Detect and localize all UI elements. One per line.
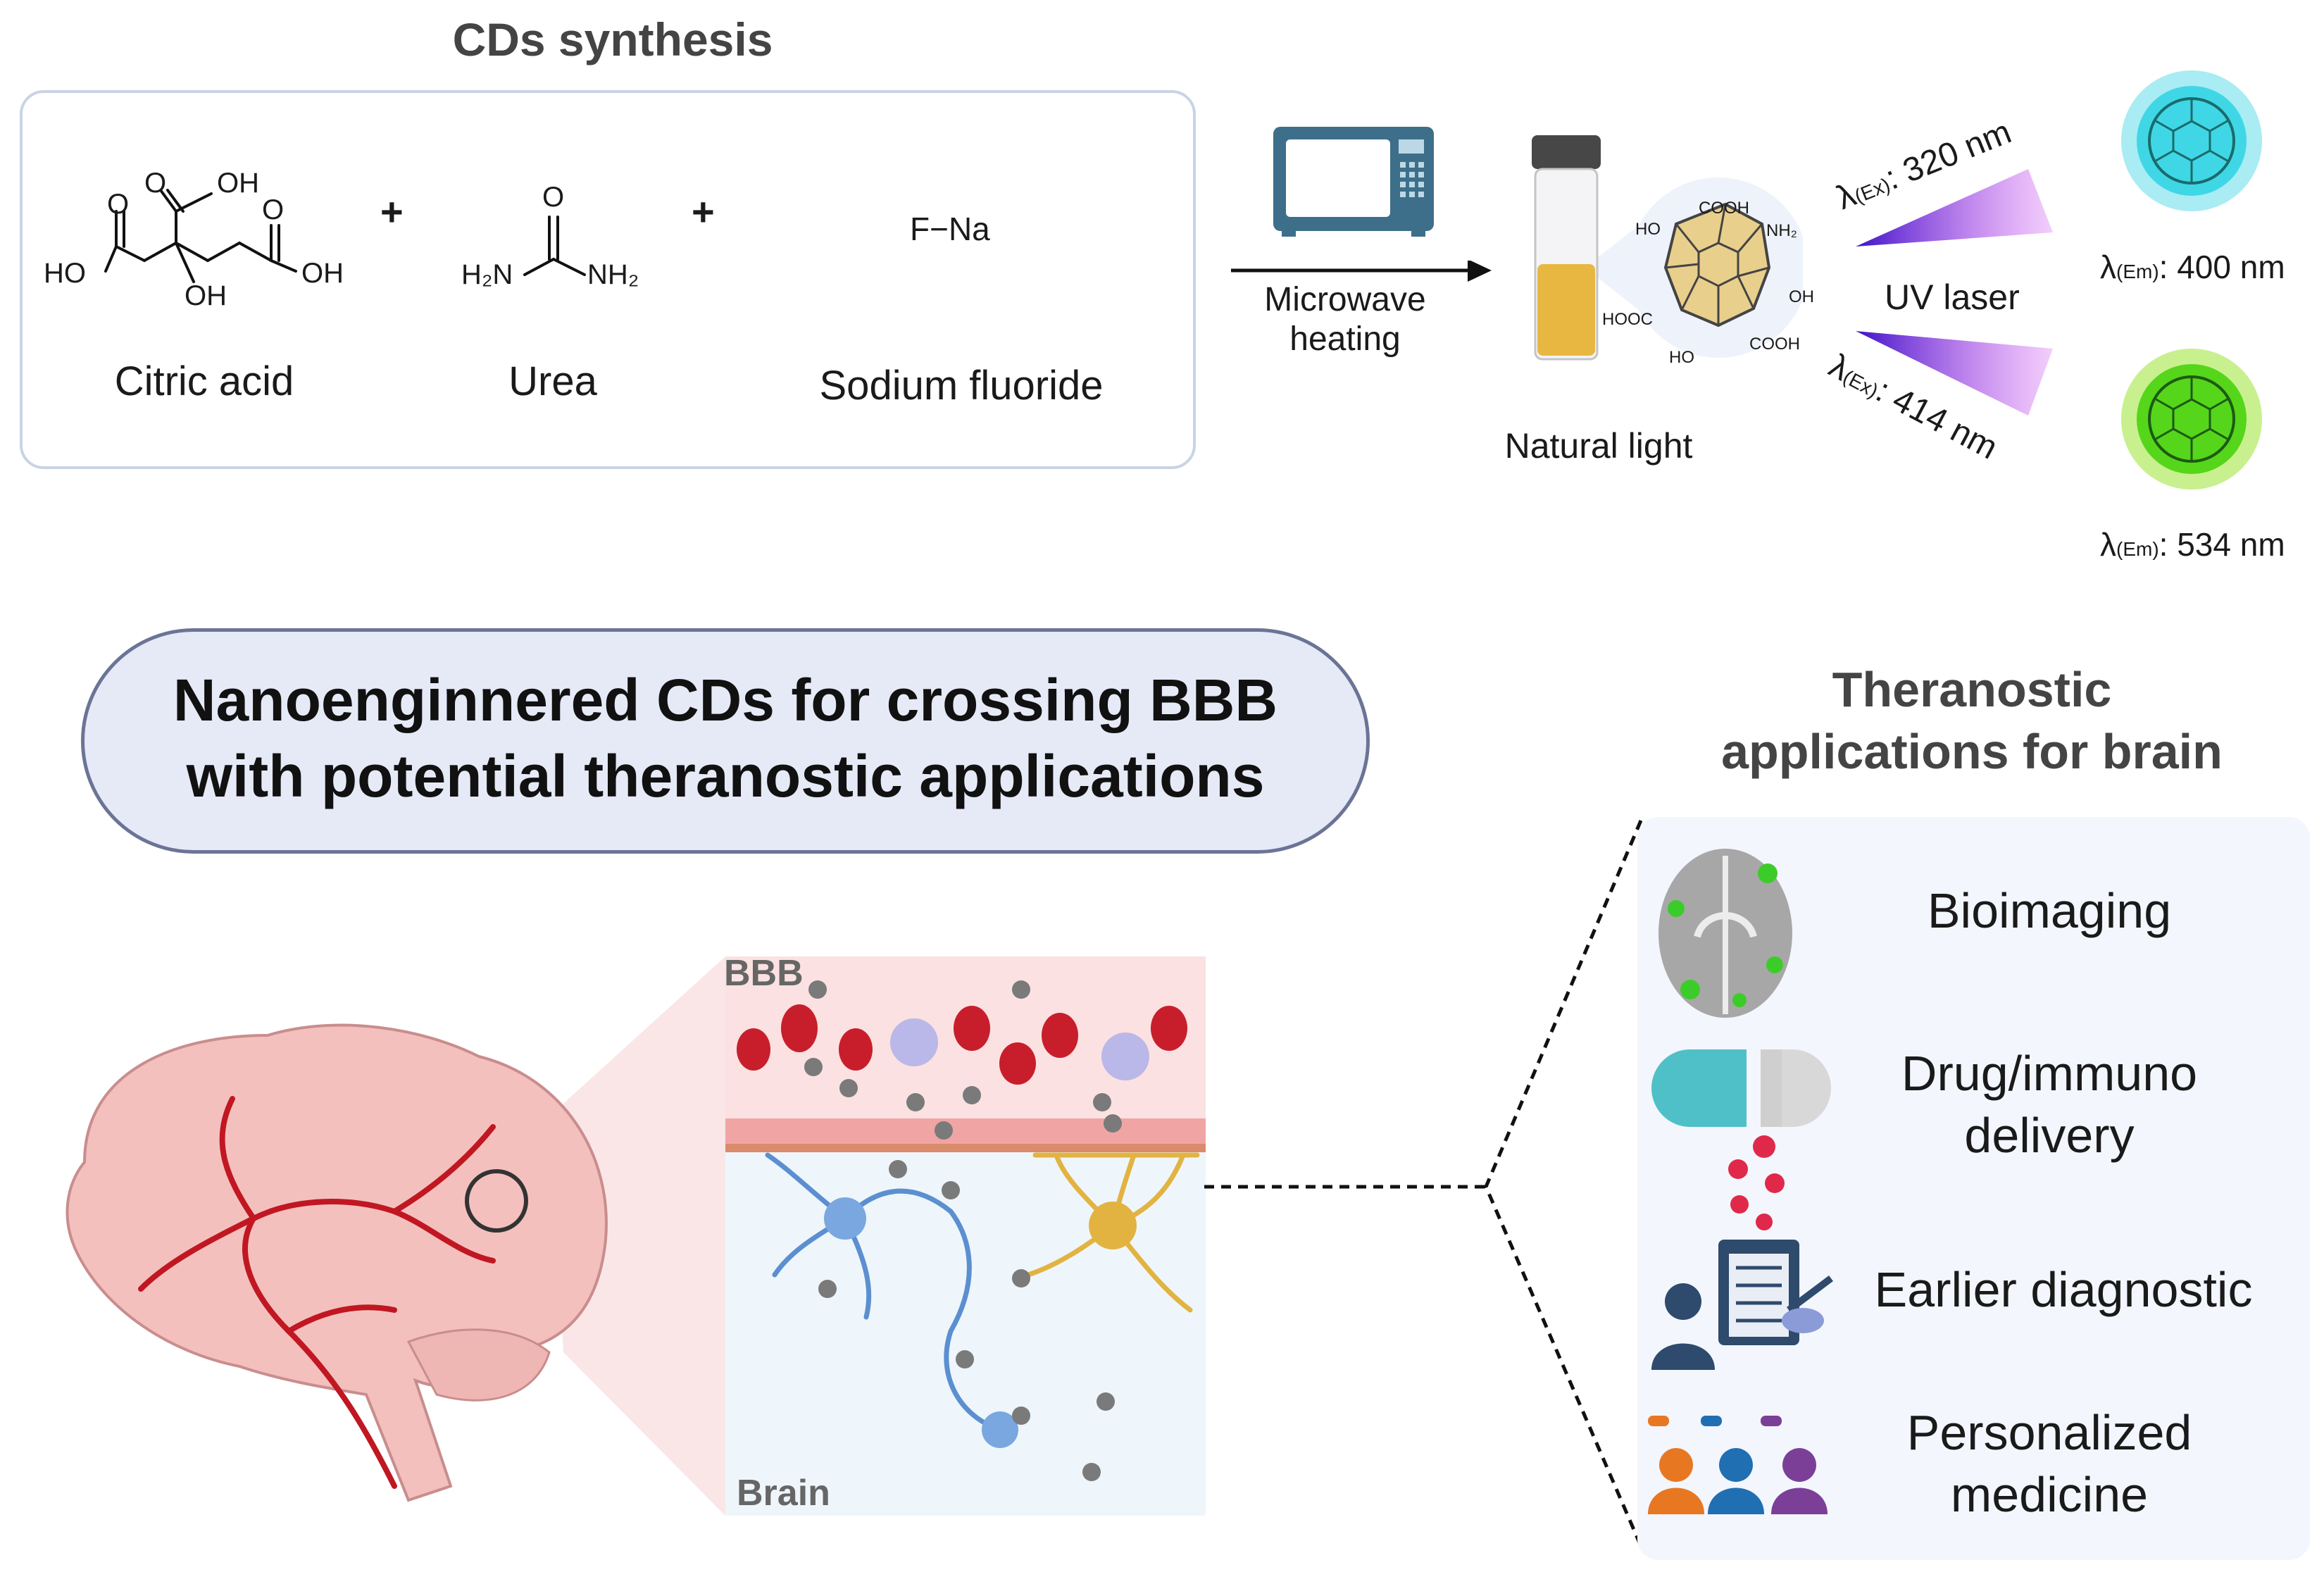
cd-group-cooh-top: COOH: [1699, 199, 1749, 218]
brain-parenchyma: [725, 1152, 1206, 1516]
app-item-line-1: Bioimaging: [1927, 883, 2172, 938]
brain-bbb-illustration: [65, 956, 1206, 1516]
urea-nh2: NH₂: [587, 259, 639, 290]
lambda-symbol: λ: [2100, 249, 2116, 285]
reagent-sodium-fluoride: Sodium fluoride: [819, 363, 1104, 409]
app-item-line-2: delivery: [1964, 1108, 2135, 1163]
citric-oh-right: OH: [301, 258, 344, 289]
synthesis-box: [20, 90, 1196, 469]
laser-beam-top: [1856, 169, 2053, 247]
neuron-soma: [982, 1411, 1018, 1448]
citric-acid-structure: [104, 189, 297, 283]
process-arrow: [1231, 261, 1492, 282]
cd-group-hooc: HOOC: [1602, 310, 1653, 329]
cd-group-ho-top: HO: [1635, 220, 1661, 239]
app-item-line-1: Personalized: [1906, 1405, 2192, 1460]
application-icons: [1648, 849, 1833, 1514]
lambda-value: : 534 nm: [2159, 526, 2285, 563]
headline-pill: [81, 628, 1370, 854]
vial-cap: [1532, 135, 1601, 169]
laser-beam-bottom: [1856, 331, 2053, 416]
heating-line-2: heating: [1289, 320, 1401, 358]
reagent-urea: Urea: [508, 358, 597, 404]
microwave-icon: [1273, 127, 1434, 237]
neuron-soma: [824, 1197, 866, 1240]
astrocyte-soma: [1089, 1202, 1137, 1249]
lambda-sub: (Em): [2116, 261, 2159, 282]
headline-text: Nanoenginnered CDs for crossing BBB with…: [81, 662, 1370, 814]
vial-liquid: [1537, 264, 1595, 356]
cd-vial-illustration: [1532, 135, 1803, 361]
citric-o-left: O: [107, 189, 130, 220]
plus-sign-2: +: [692, 189, 715, 234]
brain-scan-icon: [1658, 849, 1792, 1018]
white-blood-cell: [890, 1018, 938, 1066]
app-item-drug-delivery: Drug/immuno delivery: [1831, 1042, 2268, 1166]
red-blood-cells: [737, 1004, 1187, 1085]
cd-group-nh2: NH₂: [1766, 221, 1797, 240]
white-blood-cell: [1101, 1033, 1149, 1080]
emission-534-label: λ(Em): 534 nm: [2100, 525, 2285, 563]
lambda-value: : 400 nm: [2159, 249, 2285, 285]
app-item-line-1: Drug/immuno: [1901, 1046, 2198, 1101]
app-item-line-2: medicine: [1950, 1467, 2149, 1522]
heating-line-1: Microwave: [1264, 281, 1426, 318]
endothelium: [725, 1118, 1206, 1144]
natural-light-caption: Natural light: [1504, 426, 1693, 466]
naf-formula: F−Na: [910, 211, 990, 247]
urea-h2n: H₂N: [461, 259, 513, 290]
cd-group-cooh-bottom: COOH: [1749, 335, 1800, 354]
urea-o: O: [542, 182, 565, 213]
zoom-cone: [549, 956, 725, 1516]
carbon-dots-particles: [804, 980, 1122, 1481]
zoom-circle: [465, 1169, 528, 1233]
urea-structure: [523, 216, 586, 276]
synthesis-title: CDs synthesis: [452, 13, 773, 66]
headline-line-1: Nanoenginnered CDs for crossing BBB: [173, 667, 1278, 733]
emission-dots: [2121, 70, 2262, 489]
plus-sign-1: +: [380, 189, 404, 234]
app-item-earlier-diagnostic: Earlier diagnostic: [1838, 1261, 2289, 1318]
basement-membrane: [725, 1144, 1206, 1152]
uv-laser-beams: [1856, 169, 2053, 416]
clipboard-doctor-icon: [1651, 1240, 1833, 1370]
brain-label: Brain: [737, 1473, 830, 1514]
microwave-heating-label: Microwave heating: [1225, 280, 1465, 359]
bracket-connector: [1204, 820, 1643, 1547]
capsule-icon: [1651, 1049, 1831, 1230]
app-item-personalized-medicine: Personalized medicine: [1831, 1402, 2268, 1526]
applications-title-line-2: applications for brain: [1721, 724, 2223, 779]
citric-o-right: O: [262, 194, 285, 225]
emission-400-label: λ(Em): 400 nm: [2100, 248, 2285, 286]
people-pills-icon: [1648, 1416, 1828, 1514]
headline-line-2: with potential theranostic applications: [186, 743, 1265, 809]
lambda-sub: (Em): [2116, 538, 2159, 560]
brain-vessels: [138, 1096, 496, 1489]
citric-oh-top: OH: [217, 168, 259, 199]
brain-shape: [65, 1023, 608, 1502]
citric-o-top: O: [144, 168, 167, 199]
citric-oh-mid: OH: [185, 280, 227, 311]
app-item-bioimaging: Bioimaging: [1831, 882, 2268, 940]
cerebellum: [406, 1328, 551, 1402]
applications-title-line-1: Theranostic: [1832, 662, 2112, 717]
cd-group-ho-bottom: HO: [1669, 348, 1694, 367]
lambda-symbol: λ: [2100, 526, 2116, 563]
applications-title: Theranostic applications for brain: [1690, 659, 2254, 782]
cd-group-oh: OH: [1789, 287, 1814, 306]
bbb-label: BBB: [724, 953, 804, 994]
citric-ho-left: HO: [44, 258, 86, 289]
reagent-citric-acid: Citric acid: [114, 358, 294, 404]
app-item-line-1: Earlier diagnostic: [1874, 1262, 2253, 1317]
uv-laser-label: UV laser: [1885, 277, 2020, 317]
